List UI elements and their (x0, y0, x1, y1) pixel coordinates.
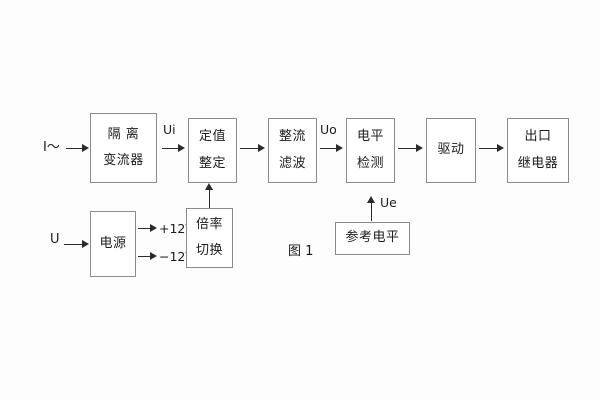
connector-power-rail-positive (138, 228, 152, 229)
voltage-input-label: U (50, 232, 60, 247)
block-output-relay-line2: 继电器 (517, 155, 559, 171)
block-level-detection[interactable]: 电平 检测 (346, 118, 395, 183)
connector-level-to-drive (398, 148, 418, 149)
block-drive-line1: 驱动 (437, 142, 465, 158)
current-input-label: I～ (43, 140, 60, 155)
signal-label-ui: Ui (163, 122, 176, 137)
arrow-isolation-to-setting-icon (178, 144, 185, 152)
arrow-current-to-isolation-icon (82, 144, 89, 152)
block-power-supply[interactable]: 电源 (90, 211, 136, 277)
block-isolation-transformer[interactable]: 隔 离 变流器 (90, 113, 157, 183)
connector-rectify-to-level (320, 148, 338, 149)
block-drive[interactable]: 驱动 (426, 118, 476, 183)
connector-drive-to-output-relay (479, 148, 499, 149)
arrow-rail-negative-icon (150, 252, 157, 260)
block-multiplier-switch[interactable]: 倍率 切换 (186, 208, 233, 268)
connector-power-rail-negative (138, 256, 152, 257)
block-reference-level-line1: 参考电平 (345, 230, 400, 246)
rail-negative-label: −12V (159, 249, 194, 264)
block-multiplier-switch-line1: 倍率 (195, 216, 223, 232)
connector-current-to-isolation (66, 148, 84, 149)
block-output-relay-line1: 出口 (524, 129, 552, 145)
arrow-rectify-to-level-icon (336, 144, 343, 152)
block-isolation-transformer-line1: 隔 离 (107, 126, 140, 142)
connector-reference-to-level (371, 200, 372, 221)
rail-positive-label: +12V (159, 221, 194, 236)
arrow-reference-to-level-icon (367, 196, 375, 203)
signal-label-uo: Uo (320, 122, 337, 137)
block-setting-value-line1: 定值 (198, 129, 226, 145)
arrow-rail-positive-icon (150, 224, 157, 232)
block-isolation-transformer-line2: 变流器 (103, 153, 144, 168)
signal-label-ue: Ue (380, 195, 397, 210)
block-level-detection-line1: 电平 (356, 129, 384, 145)
block-setting-value-line2: 整定 (198, 155, 226, 171)
arrow-level-to-drive-icon (416, 144, 423, 152)
connector-setting-to-rectify (240, 148, 260, 149)
connector-multiplier-to-setting (209, 186, 210, 208)
block-level-detection-line2: 检测 (356, 155, 384, 171)
block-multiplier-switch-line2: 切换 (195, 243, 223, 258)
block-power-supply-line1: 电源 (99, 235, 127, 251)
connector-voltage-to-power (64, 244, 84, 245)
block-rectify-filter[interactable]: 整流 滤波 (268, 118, 317, 183)
arrow-voltage-to-power-icon (82, 240, 89, 248)
block-reference-level[interactable]: 参考电平 (335, 222, 410, 255)
block-output-relay[interactable]: 出口 继电器 (507, 118, 569, 183)
arrow-setting-to-rectify-icon (258, 144, 265, 152)
block-rectify-filter-line1: 整流 (278, 129, 306, 145)
figure-caption: 图 1 (288, 244, 314, 259)
arrow-multiplier-to-setting-icon (205, 183, 213, 190)
block-setting-value[interactable]: 定值 整定 (188, 118, 237, 183)
arrow-drive-to-output-relay-icon (497, 144, 504, 152)
connector-isolation-to-setting (162, 148, 180, 149)
block-rectify-filter-line2: 滤波 (278, 155, 306, 171)
